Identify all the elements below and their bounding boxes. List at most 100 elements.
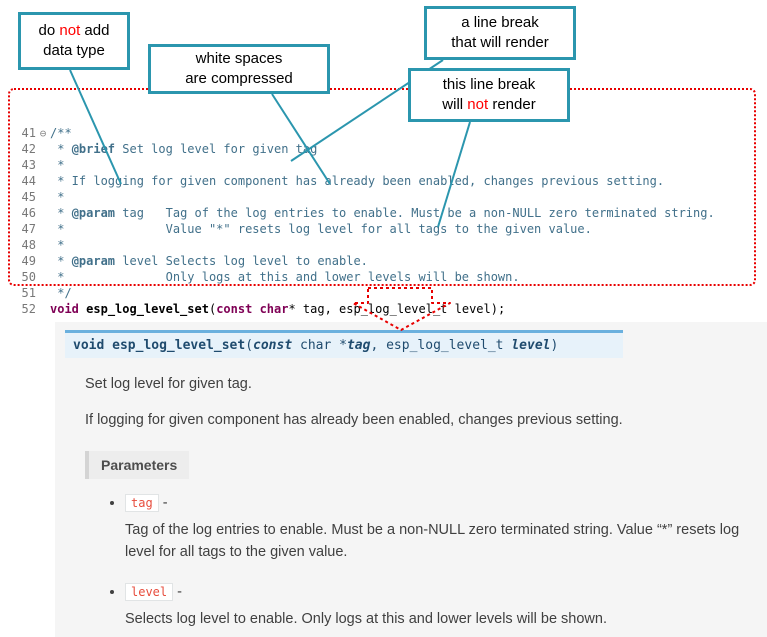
callout-text: a line break xyxy=(461,13,539,31)
callout-text: data type xyxy=(43,42,105,59)
callout-text: are compressed xyxy=(185,70,293,87)
code-text: * xyxy=(50,158,65,172)
code-line: 43 * xyxy=(14,157,754,173)
line-number: 46 xyxy=(21,206,36,220)
line-number: 48 xyxy=(21,238,36,252)
callout-line-break-renders: a line break that will render xyxy=(424,6,576,60)
callout-text-line: do not add xyxy=(21,21,127,41)
code-text: void xyxy=(50,302,79,316)
line-number: 47 xyxy=(21,222,36,236)
line-number: 44 xyxy=(21,174,36,188)
code-text: * If logging for given component has alr… xyxy=(50,174,665,188)
callout-text-line: data type xyxy=(21,41,127,61)
callout-line-break-not-render: this line break will not render xyxy=(408,68,570,122)
signature-token: ) xyxy=(550,338,559,353)
parameter-head: level - xyxy=(125,582,753,601)
parameters-label: Parameters xyxy=(85,450,190,479)
line-number: 50 xyxy=(21,270,36,284)
callout-white-spaces-compressed: white spaces are compressed xyxy=(148,44,330,94)
signature-token: level xyxy=(511,338,551,353)
code-line: 51 */ xyxy=(14,285,754,301)
parameter-description: Tag of the log entries to enable. Must b… xyxy=(125,521,740,561)
callout-text: white spaces xyxy=(195,49,283,67)
code-line: 41⊖/** xyxy=(14,125,754,141)
code-text: @brief xyxy=(71,142,116,156)
line-number: 49 xyxy=(21,254,36,268)
code-line: 50 * Only logs at this and lower levels … xyxy=(14,269,754,285)
callout-text-line: a line break xyxy=(427,13,573,33)
parameter-name-literal: level xyxy=(125,582,174,601)
code-text: * xyxy=(50,142,72,156)
line-number: 42 xyxy=(21,142,36,156)
parameter-name-literal: tag xyxy=(125,493,159,512)
signature-token: tag xyxy=(346,338,371,353)
code-text: * Value "*" resets log level for all tag… xyxy=(50,222,592,236)
signature-token: char * xyxy=(292,338,347,353)
code-text: @param xyxy=(71,206,116,220)
code-line: 47 * Value "*" resets log level for all … xyxy=(14,221,754,237)
code-text: * tag, esp_log_level_t level); xyxy=(288,302,506,316)
code-line: 42 * @brief Set log level for given tag xyxy=(14,141,754,157)
code-text: @param xyxy=(71,254,116,268)
code-text: * xyxy=(50,206,72,220)
code-text: * Only logs at this and lower levels wil… xyxy=(50,270,520,284)
callout-text-line: will not render xyxy=(411,95,567,115)
signature-token: esp_log_level_set xyxy=(112,338,246,353)
signature-token: void xyxy=(73,338,113,353)
code-text: /** xyxy=(50,126,72,140)
function-signature: void esp_log_level_set(const char *tag, … xyxy=(65,330,623,358)
code-line: 46 * @param tag Tag of the log entries t… xyxy=(14,205,754,221)
callout-text-line: that will render xyxy=(427,33,573,53)
signature-token: const xyxy=(253,338,293,353)
code-text: ( xyxy=(208,302,217,316)
signature-token: ( xyxy=(245,338,254,353)
parameters-list: tag - Tag of the log entries to enable. M… xyxy=(85,493,753,630)
code-text: char xyxy=(259,302,289,316)
callout-text: not xyxy=(59,21,81,39)
signature-token: esp_log_level_t xyxy=(386,338,512,353)
line-number: 43 xyxy=(21,158,36,172)
code-lines: 41⊖/**42 * @brief Set log level for give… xyxy=(14,125,754,317)
code-line: 44 * If logging for given component has … xyxy=(14,173,754,189)
code-editor-snippet: 41⊖/**42 * @brief Set log level for give… xyxy=(8,88,756,316)
line-number: 45 xyxy=(21,190,36,204)
signature-token: , xyxy=(370,338,387,353)
code-line: 45 * xyxy=(14,189,754,205)
code-text: esp_log_level_set xyxy=(86,302,209,316)
callout-text-line: white spaces xyxy=(151,49,327,69)
line-number: 52 xyxy=(21,302,36,316)
rendered-doc-panel: void esp_log_level_set(const char *tag, … xyxy=(55,322,767,637)
parameter-head: tag - xyxy=(125,493,753,512)
callout-text: render xyxy=(488,96,536,113)
code-text: * xyxy=(50,238,65,252)
fold-icon: ⊖ xyxy=(39,127,47,140)
code-text: Set log level for given tag xyxy=(115,142,318,156)
code-text: * xyxy=(50,254,72,268)
callout-text-line: this line break xyxy=(411,75,567,95)
code-text: * xyxy=(50,190,65,204)
doc-brief-paragraph: Set log level for given tag. xyxy=(85,376,252,392)
callout-text: that will render xyxy=(451,34,549,51)
line-number: 51 xyxy=(21,286,36,300)
code-text xyxy=(252,302,259,316)
callout-text: this line break xyxy=(442,75,536,93)
code-line: 49 * @param level Selects log level to e… xyxy=(14,253,754,269)
code-text: level Selects log level to enable. xyxy=(115,254,368,268)
code-text: */ xyxy=(50,286,72,300)
doc-detail-paragraph: If logging for given component has alrea… xyxy=(85,412,623,429)
callout-text: will xyxy=(442,96,468,113)
callout-text: not xyxy=(467,96,489,113)
callout-text: add xyxy=(80,21,110,39)
callout-text: do xyxy=(38,21,60,39)
line-number: 41 xyxy=(21,126,36,140)
code-line: 48 * xyxy=(14,237,754,253)
parameter-item: level -Selects log level to enable. Only… xyxy=(125,582,753,630)
code-text: tag Tag of the log entries to enable. Mu… xyxy=(115,206,715,220)
parameter-dash: - xyxy=(173,583,182,600)
parameter-item: tag - Tag of the log entries to enable. M… xyxy=(125,493,753,564)
callout-text-line: are compressed xyxy=(151,69,327,89)
parameter-dash: - xyxy=(158,494,168,511)
